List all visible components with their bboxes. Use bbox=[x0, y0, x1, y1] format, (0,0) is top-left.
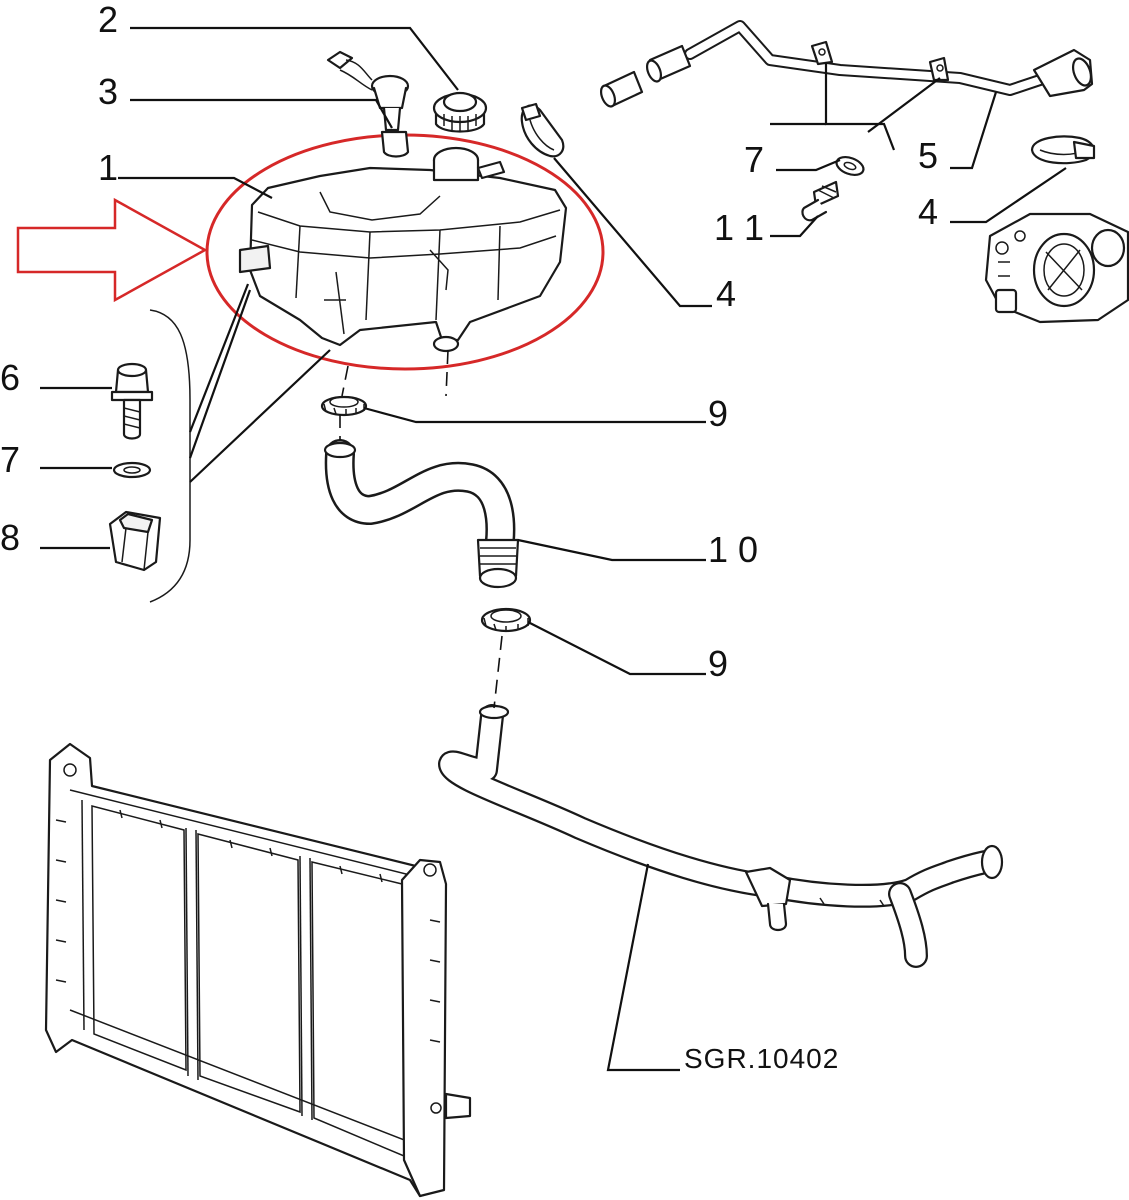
callout-4a: 4 bbox=[716, 273, 736, 314]
coolant-hose bbox=[323, 439, 520, 589]
leader-bracket-a bbox=[188, 283, 250, 433]
rubber-mount bbox=[108, 510, 162, 572]
hose-clamp-9b bbox=[480, 607, 532, 633]
callout-7a: 7 bbox=[0, 439, 20, 480]
leader-1 bbox=[118, 176, 273, 199]
dash-tank-clamp bbox=[341, 349, 449, 397]
level-sensor bbox=[326, 50, 410, 158]
callout-labels: 2 3 1 4 5 7 1 1 4 6 7 8 9 1 0 9 SGR.1040… bbox=[0, 0, 938, 1074]
leader-5b bbox=[770, 77, 941, 133]
callout-11: 1 1 bbox=[714, 207, 764, 248]
bleed-pipe bbox=[599, 20, 1094, 108]
callout-9a: 9 bbox=[708, 393, 728, 434]
bolt-6 bbox=[110, 362, 154, 440]
leader-11 bbox=[770, 215, 819, 238]
callout-3: 3 bbox=[98, 71, 118, 112]
washer-7a bbox=[112, 461, 152, 479]
callout-8: 8 bbox=[0, 517, 20, 558]
leader-5c bbox=[950, 91, 998, 170]
expansion-tank bbox=[238, 146, 568, 353]
callout-1: 1 bbox=[98, 147, 118, 188]
throttle-body bbox=[984, 212, 1129, 324]
bolt-11 bbox=[801, 180, 840, 222]
leader-7b bbox=[776, 158, 841, 172]
filler-cap bbox=[432, 91, 488, 133]
water-pipe bbox=[438, 704, 1004, 968]
radiator bbox=[44, 742, 472, 1198]
leader-4b bbox=[950, 167, 1067, 224]
callout-2: 2 bbox=[98, 0, 118, 40]
callout-6: 6 bbox=[0, 357, 20, 398]
leader-lines bbox=[40, 26, 1067, 1072]
hose-clamp-4b bbox=[1030, 135, 1096, 165]
callout-9b: 9 bbox=[708, 643, 728, 684]
leader-bracket-b bbox=[188, 289, 252, 459]
reference-code: SGR.10402 bbox=[684, 1043, 839, 1074]
leader-4a bbox=[553, 157, 712, 308]
leader-9b bbox=[527, 621, 706, 676]
callout-4b: 4 bbox=[918, 191, 938, 232]
leader-9a bbox=[363, 406, 706, 424]
leader-2 bbox=[130, 26, 459, 91]
leader-3 bbox=[130, 98, 393, 129]
leader-5 bbox=[824, 62, 896, 151]
leader-10 bbox=[517, 538, 706, 562]
hose-clamp-9a bbox=[320, 395, 368, 417]
callout-10: 1 0 bbox=[708, 529, 758, 570]
leader-bracket-c bbox=[189, 349, 331, 483]
callout-5: 5 bbox=[918, 135, 938, 176]
callout-7b: 7 bbox=[744, 139, 764, 180]
hose-clamp-4a bbox=[520, 102, 565, 158]
dash-clamp-pipe bbox=[493, 635, 503, 709]
bracket-outline bbox=[149, 309, 191, 603]
highlight-arrow bbox=[16, 197, 208, 303]
leader-ref bbox=[606, 863, 680, 1072]
washer-7b bbox=[835, 155, 865, 177]
